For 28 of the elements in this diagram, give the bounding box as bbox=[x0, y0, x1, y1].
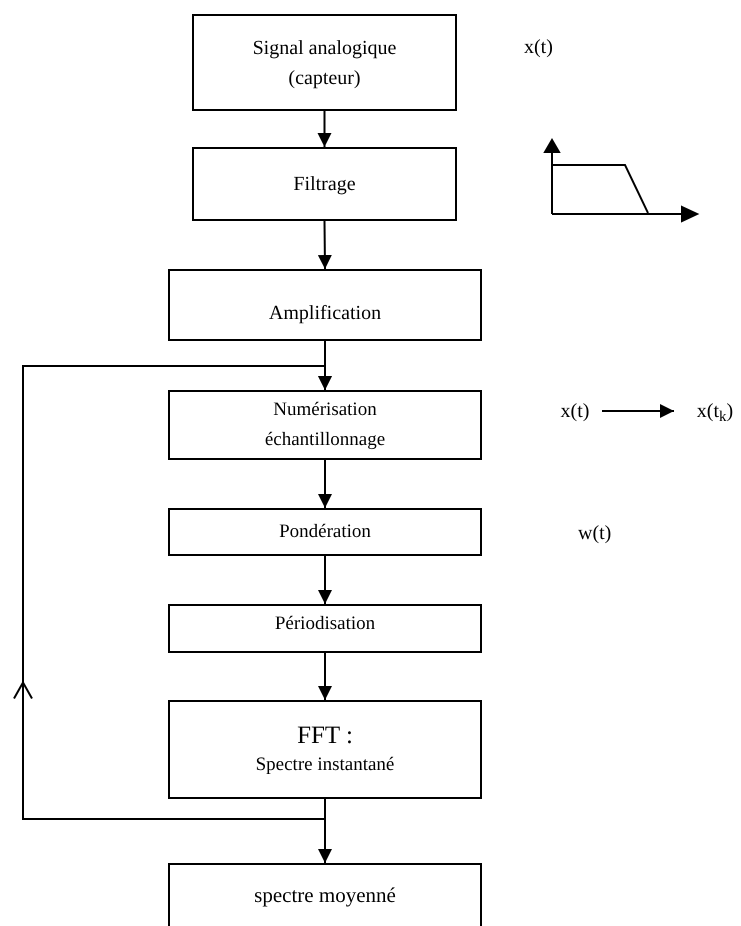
signal-label: x(t) bbox=[524, 35, 553, 60]
process-box bbox=[168, 508, 482, 556]
arrow bbox=[602, 404, 674, 418]
arrow bbox=[318, 556, 332, 604]
box-text: Numérisation échantillonnage bbox=[264, 398, 386, 452]
box-text: Spectre instantané bbox=[256, 752, 394, 776]
box-text: FFT : bbox=[297, 720, 353, 750]
box-text: spectre moyenné bbox=[254, 882, 396, 909]
box-text: Amplification bbox=[268, 301, 382, 326]
process-box bbox=[168, 269, 482, 341]
process-box bbox=[168, 700, 482, 799]
signal-label: w(t) bbox=[578, 521, 612, 546]
box-text: Filtrage bbox=[293, 172, 356, 197]
arrow bbox=[318, 460, 332, 508]
box-text: x(t$_{k}$) bbox=[696, 399, 734, 426]
process-box bbox=[168, 390, 482, 460]
process-box bbox=[192, 147, 457, 221]
arrow bbox=[318, 111, 332, 147]
box-text: Périodisation bbox=[274, 612, 376, 636]
process-box bbox=[192, 14, 457, 111]
box-text: Signal analogique (capteur) bbox=[252, 36, 398, 90]
arrow bbox=[318, 653, 332, 700]
arrow bbox=[318, 220, 332, 270]
box-text: Pondération bbox=[279, 520, 371, 544]
process-box bbox=[168, 604, 482, 653]
arrow bbox=[13, 365, 332, 820]
box-text: x(t) bbox=[560, 399, 590, 424]
process-box bbox=[168, 863, 482, 926]
